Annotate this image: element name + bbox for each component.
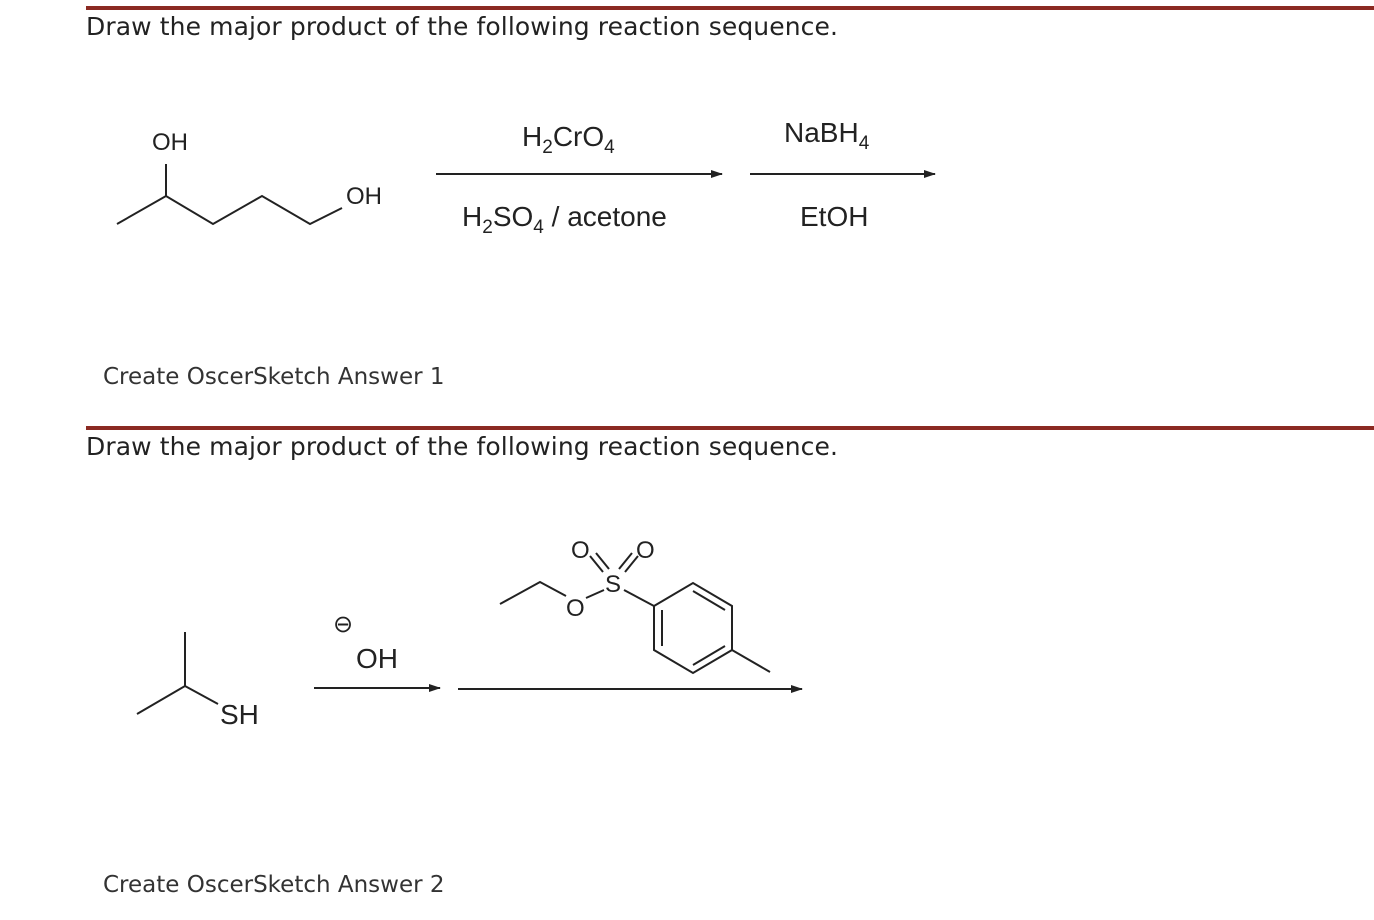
- create-sketch-answer-2-link[interactable]: Create OscerSketch Answer 2: [103, 872, 445, 898]
- tosylate-s-label: S: [605, 571, 621, 598]
- thiol-sh-label: SH: [220, 699, 259, 730]
- tosylate-oxo-o1-label: O: [571, 537, 590, 564]
- diol-end-oh-label: OH: [346, 183, 382, 210]
- reaction-scheme-2: SH ⊖ OH O S O O: [136, 537, 803, 730]
- reagent-chromic-acid: H2CrO4: [522, 121, 615, 158]
- reagent-sulfuric-acid-acetone: H2SO4 / acetone: [462, 201, 667, 238]
- reagent-sodium-borohydride: NaBH4: [784, 117, 870, 154]
- question-1-prompt: Draw the major product of the following …: [86, 12, 839, 41]
- tosylate-ester-o-label: O: [566, 595, 585, 622]
- create-sketch-answer-1-link[interactable]: Create OscerSketch Answer 1: [103, 364, 445, 390]
- diol-top-oh-label: OH: [152, 129, 188, 156]
- tosylate-oxo-o2-label: O: [636, 537, 655, 564]
- hydroxide-charge-icon: ⊖: [333, 611, 353, 638]
- reaction-scheme-1: OH OH H2CrO4 H2SO4 / acetone NaBH4 EtOH: [116, 117, 936, 238]
- reagent-ethanol: EtOH: [800, 201, 868, 232]
- question-2-prompt: Draw the major product of the following …: [86, 432, 839, 461]
- substrate-diol-structure: [116, 164, 343, 226]
- hydroxide-oh-label: OH: [356, 643, 398, 674]
- section-divider-1: [86, 6, 1374, 10]
- substrate-thiol-structure: [136, 632, 219, 715]
- section-divider-2: [86, 426, 1374, 430]
- ethyl-tosylate-structure: [499, 552, 771, 675]
